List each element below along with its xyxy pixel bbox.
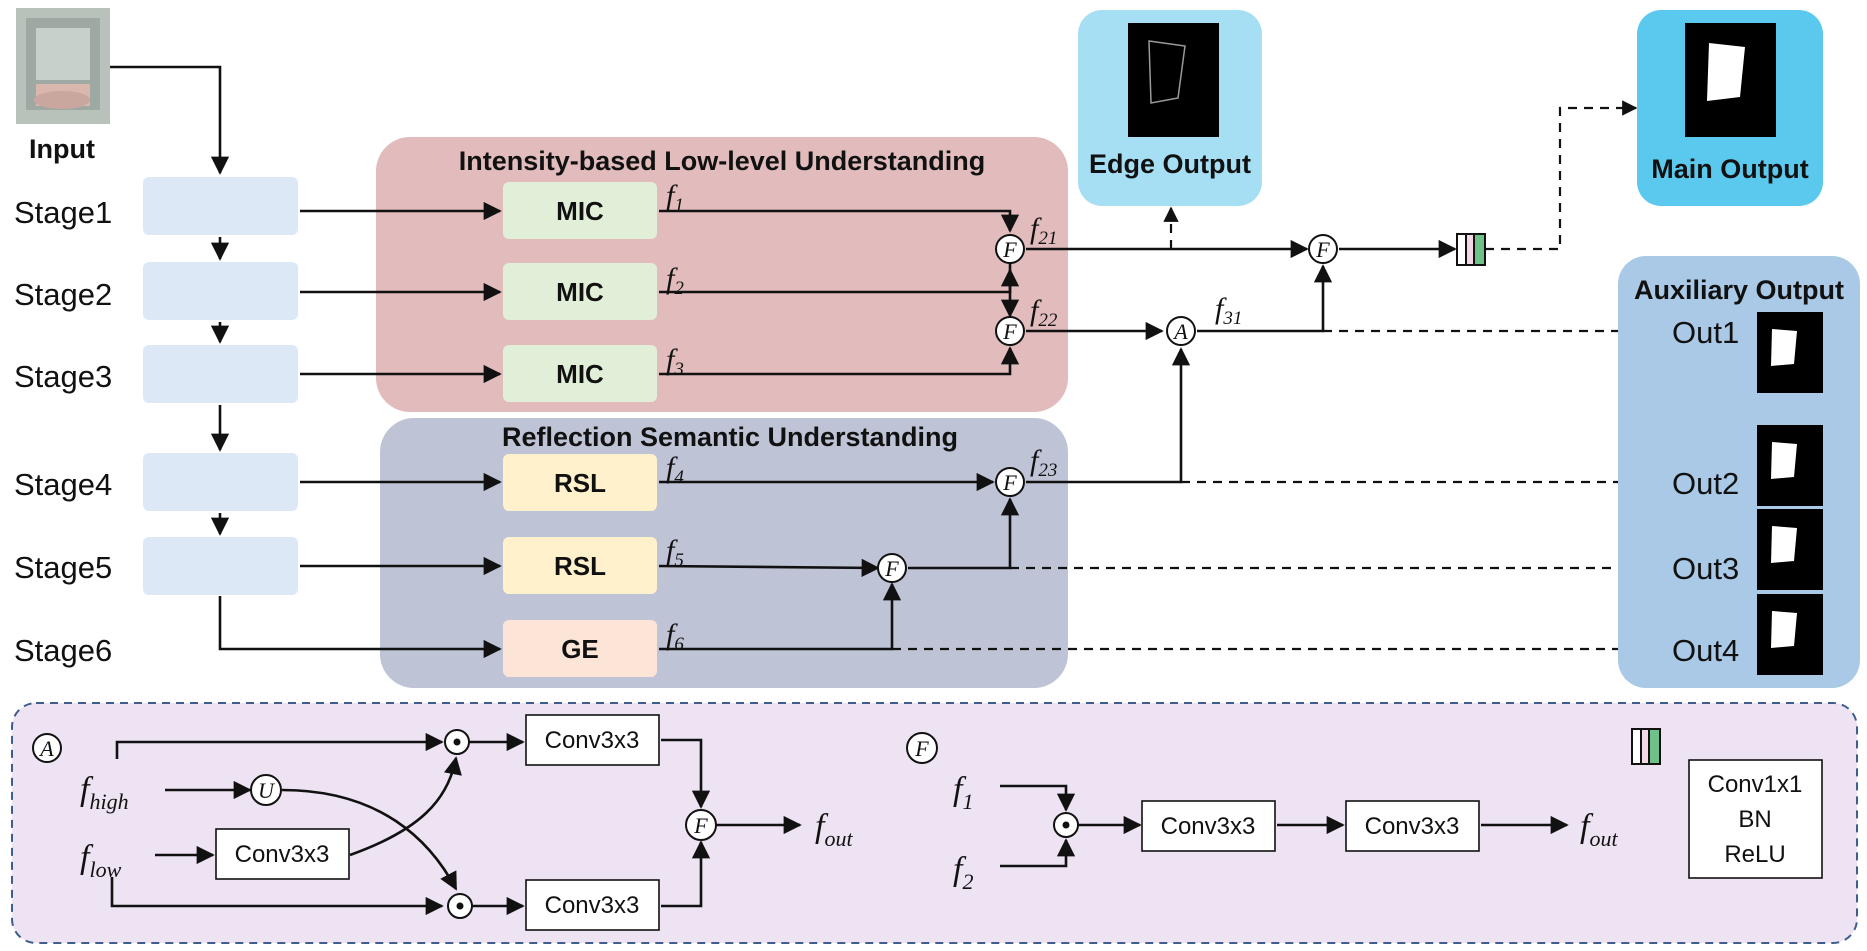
block-relu-label: ReLU — [1724, 841, 1785, 868]
f3-path — [659, 346, 1020, 376]
attn-module-legend: A fhigh flow U Conv3x3 Conv3x3 Conv3x3 F… — [32, 714, 853, 931]
input-image — [16, 8, 110, 124]
svg-text:F: F — [1002, 470, 1017, 495]
stage1-box — [143, 177, 298, 235]
rsl-box-2 — [503, 537, 657, 594]
svg-text:F: F — [884, 556, 899, 581]
input-arrow — [110, 65, 230, 175]
stage3-label: Stage3 — [14, 359, 112, 394]
stage2-box — [143, 262, 298, 320]
module-boxes: MIC MIC MIC RSL RSL GE — [503, 182, 657, 677]
conv-bn-relu-block-icon — [1456, 233, 1486, 266]
aux-out4-label: Out4 — [1672, 633, 1739, 668]
fuse-op-f21: F — [995, 234, 1025, 264]
f-low-to-mul-bottom-path — [110, 877, 444, 916]
semantic-group — [380, 418, 1068, 688]
mic-label-2: MIC — [556, 277, 604, 307]
mic-box-2 — [503, 263, 657, 320]
conv-bottom-box — [525, 879, 660, 931]
fuse-module-legend: F f1 f2 Conv3x3 Conv3x3 fout — [906, 732, 1618, 894]
svg-text:F: F — [1315, 237, 1330, 262]
svg-text:F: F — [1002, 237, 1017, 262]
svg-text:A: A — [1172, 319, 1188, 344]
stage4-label: Stage4 — [14, 467, 112, 502]
fuse-f1-path — [1000, 784, 1076, 812]
fuse-conv2-label: Conv3x3 — [1365, 813, 1460, 840]
stage6-label: Stage6 — [14, 633, 112, 668]
svg-text:F: F — [1002, 319, 1017, 344]
rsl-box-1 — [503, 454, 657, 511]
stage4-box — [143, 453, 298, 511]
aux-out3-label: Out3 — [1672, 551, 1739, 586]
conv-low-box — [215, 828, 350, 880]
low-level-group — [376, 137, 1068, 412]
f-high-to-mul-top-path — [115, 732, 444, 759]
f1-path — [659, 209, 1020, 233]
f5-path — [658, 558, 880, 577]
stage-column: Stage1 Stage2 Stage3 Stage4 Stage5 Stage… — [14, 177, 298, 668]
edge-output-label: Edge Output — [1089, 149, 1251, 179]
main-output-dashed-arrow — [1485, 100, 1638, 251]
upsample-op — [250, 774, 282, 806]
aux-output-title: Auxiliary Output — [1634, 275, 1844, 305]
fuse-f2-path — [1000, 838, 1076, 868]
stage2-label: Stage2 — [14, 277, 112, 312]
stage3-box — [143, 345, 298, 403]
fuse-op-f56: F — [877, 553, 907, 583]
rsl-label-2: RSL — [554, 551, 606, 581]
fuse-legend-symbol — [906, 732, 938, 764]
fuse-op-f22: F — [995, 316, 1025, 346]
conv-top-label: Conv3x3 — [545, 727, 640, 754]
mic-label-3: MIC — [556, 359, 604, 389]
edge-output-panel: Edge Output — [1078, 10, 1262, 206]
svg-text:F: F — [693, 813, 708, 838]
fuse-conv2-box — [1345, 800, 1480, 852]
conv-bottom-to-fuse-path — [661, 840, 711, 908]
ge-box — [503, 620, 657, 677]
svg-text:A: A — [38, 736, 54, 761]
stage1-label: Stage1 — [14, 195, 112, 230]
fuse-op-final: F — [1308, 234, 1338, 264]
ge-label: GE — [561, 634, 599, 664]
conv-bottom-label: Conv3x3 — [545, 892, 640, 919]
svg-text:U: U — [258, 778, 276, 803]
mic-box-1 — [503, 182, 657, 239]
low-level-group-title: Intensity-based Low-level Understanding — [459, 146, 986, 176]
conv-low-label: Conv3x3 — [235, 841, 330, 868]
block-legend-box — [1688, 759, 1823, 879]
legend-panel — [11, 702, 1858, 944]
main-output-label: Main Output — [1651, 154, 1808, 184]
rsl-label-1: RSL — [554, 468, 606, 498]
conv-top-to-fuse-path — [661, 738, 711, 809]
stage6-to-ge-arrow — [218, 596, 502, 659]
fuse-op-f23: F — [995, 467, 1025, 497]
mic-label-1: MIC — [556, 196, 604, 226]
block-bn-label: BN — [1738, 806, 1771, 833]
semantic-group-title: Reflection Semantic Understanding — [502, 422, 958, 452]
block-legend: Conv1x1 BN ReLU — [1631, 728, 1823, 879]
fuse-conv1-box — [1141, 800, 1276, 852]
aux-output-panel: Auxiliary Output Out1 Out2 Out3 Out4 — [1618, 256, 1860, 688]
fuse-conv1-label: Conv3x3 — [1161, 813, 1256, 840]
edge-output-image — [1128, 23, 1219, 137]
main-output-panel: Main Output — [1637, 10, 1823, 206]
attn-legend-symbol — [32, 733, 62, 763]
conv-to-mul-top-path — [349, 756, 462, 857]
input-label: Input — [29, 134, 95, 164]
stage5-label: Stage5 — [14, 550, 112, 585]
upsample-to-mul-bottom-path — [281, 788, 458, 891]
stage5-box — [143, 537, 298, 595]
svg-text:f31: f31 — [1215, 292, 1242, 329]
mic-box-3 — [503, 345, 657, 402]
aux-out2-label: Out2 — [1672, 466, 1739, 501]
attn-op: A — [1166, 316, 1196, 346]
svg-text:F: F — [914, 736, 929, 761]
block-conv1x1-label: Conv1x1 — [1708, 771, 1803, 798]
aux-out1-label: Out1 — [1672, 315, 1739, 350]
conv-top-box — [525, 714, 660, 766]
